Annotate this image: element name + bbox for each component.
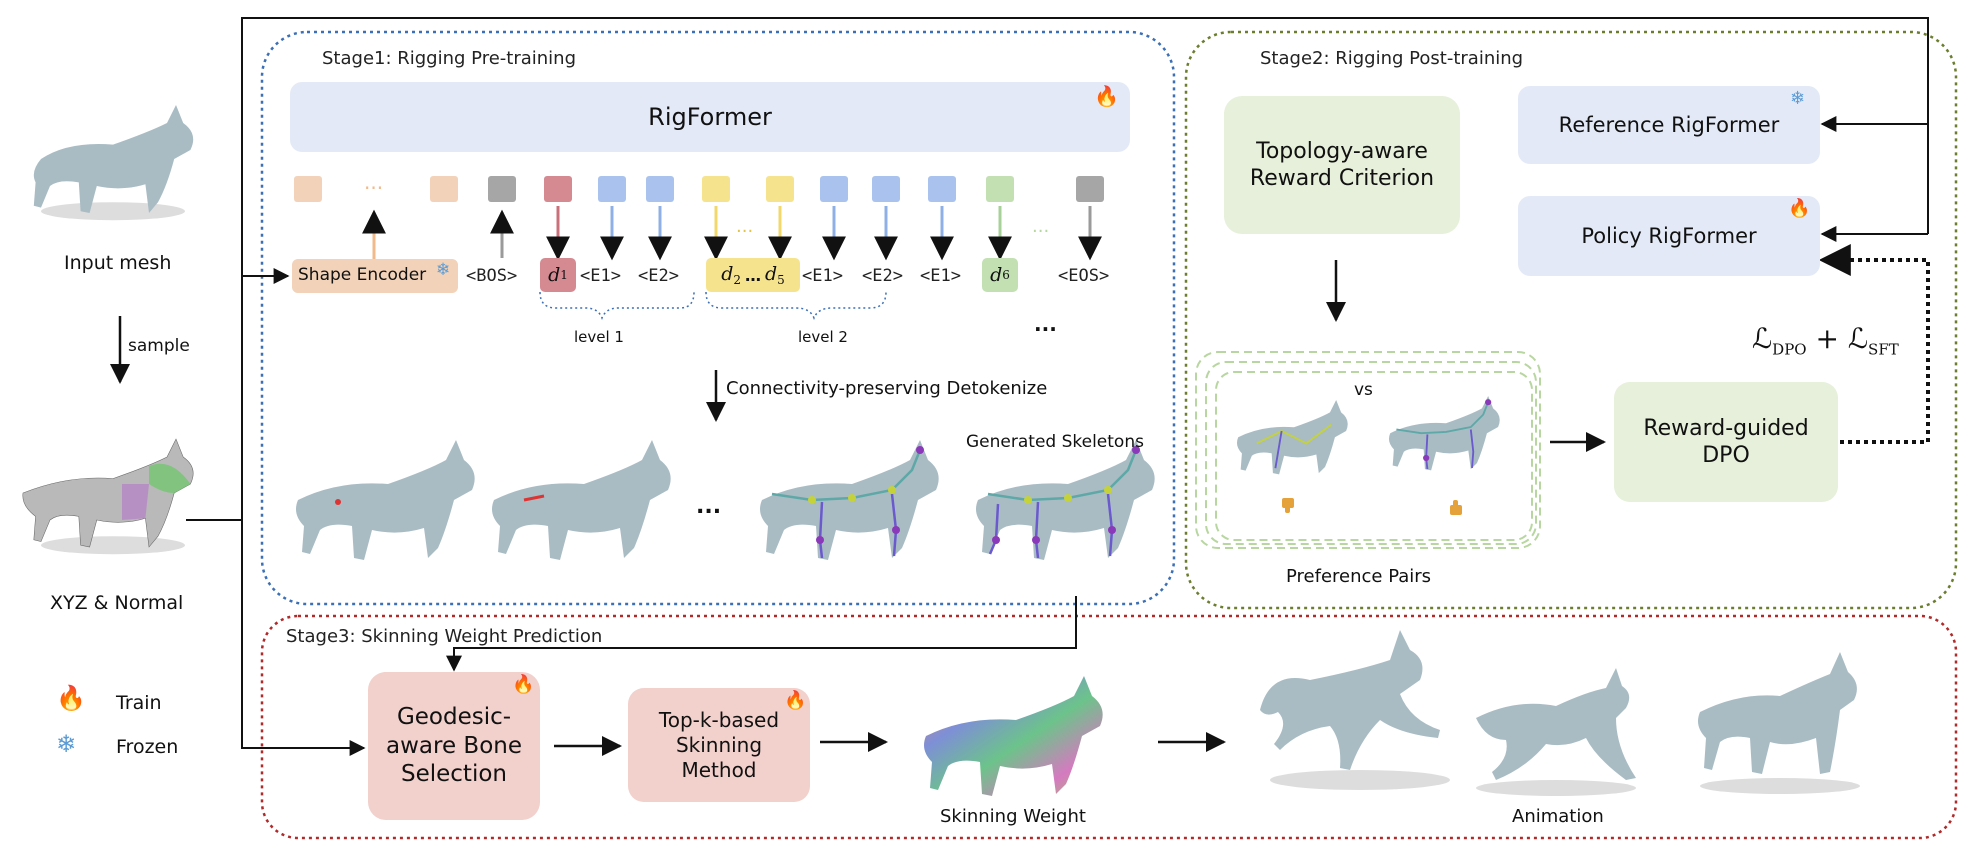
shape-encoder-box: Shape Encoder (292, 259, 458, 293)
reward-dpo-box: Reward-guided DPO (1614, 382, 1838, 502)
top-bracket-line (241, 17, 1929, 520)
token-square-e2b (872, 176, 900, 202)
animation-mesh-1 (1260, 630, 1450, 790)
generated-mesh-1 (296, 440, 475, 560)
token-dots-green: ... (1032, 216, 1050, 237)
reference-snowflake-icon: ❄ (1790, 88, 1806, 109)
detokenize-label: Connectivity-preserving Detokenize (726, 378, 1048, 399)
vs-label: vs (1354, 380, 1373, 400)
stage2-title: Stage2: Rigging Post-training (1260, 48, 1524, 69)
token-e1: <E1> (580, 266, 621, 286)
rigformer-box: RigFormer (290, 82, 1130, 152)
xyz-normal-label: XYZ & Normal (50, 592, 184, 614)
animation-mesh-2 (1476, 668, 1636, 796)
input-mesh-image (33, 105, 194, 221)
shape-encoder-label: Shape Encoder (298, 265, 427, 286)
stage3-title: Stage3: Skinning Weight Prediction (286, 626, 603, 647)
animation-label: Animation (1512, 806, 1604, 827)
level2-label: level 2 (798, 328, 848, 346)
token-square-eos (1076, 176, 1104, 202)
policy-rigformer-box: Policy RigFormer (1518, 196, 1820, 276)
stage1-frame (260, 30, 1176, 606)
token-square-e1c (928, 176, 956, 202)
reward-criterion-box: Topology-aware Reward Criterion (1224, 96, 1460, 234)
geodesic-box: Geodesic-aware Bone Selection (368, 672, 540, 820)
token-square-d6 (986, 176, 1014, 202)
stage3-frame (260, 614, 1958, 840)
thumbs-down-icon (1282, 498, 1294, 513)
level2-brace (705, 291, 887, 321)
legend-train-label: Train (116, 692, 162, 714)
token-d2-d5: d2 … d5 (706, 258, 800, 292)
policy-rigformer-label: Policy RigFormer (1581, 223, 1757, 248)
xyz-mesh-image (22, 438, 194, 555)
generated-mesh-3 (760, 440, 939, 560)
token-e1-3: <E1> (920, 266, 961, 286)
token-dots-yellow: ... (736, 216, 754, 237)
token-square-d2 (702, 176, 730, 202)
geodesic-fire-icon: 🔥 (512, 674, 535, 695)
token-square-d1 (544, 176, 572, 202)
animation-mesh-3 (1698, 652, 1860, 794)
fire-icon: 🔥 (56, 684, 86, 712)
skeleton-to-stage3-arrow (446, 596, 1077, 672)
preference-mesh-rejected (1236, 400, 1348, 475)
input-mesh-label: Input mesh (64, 252, 172, 274)
rigformer-label: RigFormer (648, 103, 772, 131)
token-dots-enc: ... (364, 170, 384, 194)
arrow-to-geodesic (241, 520, 366, 756)
geodesic-label: Geodesic-aware Bone Selection (386, 703, 522, 788)
reward-dpo-label: Reward-guided DPO (1643, 415, 1809, 469)
encoder-snowflake-icon: ❄ (436, 260, 451, 280)
reward-criterion-label: Topology-aware Reward Criterion (1249, 138, 1435, 192)
topk-label: Top-k-based Skinning Method (658, 707, 780, 782)
rigformer-fire-icon: 🔥 (1094, 84, 1119, 108)
token-square-d5 (766, 176, 794, 202)
snowflake-icon: ❄ (56, 730, 77, 758)
topk-box: Top-k-based Skinning Method (628, 688, 810, 802)
skinning-weight-mesh (924, 676, 1103, 796)
level1-brace (539, 291, 695, 321)
legend-frozen-label: Frozen (116, 736, 179, 758)
token-square-e2 (646, 176, 674, 202)
mesh-ellipsis: ... (696, 494, 722, 519)
policy-fire-icon: 🔥 (1788, 198, 1811, 219)
stage2-frame (1184, 30, 1958, 610)
token-square-bos (488, 176, 516, 202)
dpo-to-policy-dotted (1818, 244, 1930, 444)
topk-fire-icon: 🔥 (784, 690, 807, 711)
reference-rigformer-box: Reference RigFormer (1518, 86, 1820, 164)
level-ellipsis: ... (1034, 312, 1057, 336)
token-e2-2: <E2> (862, 266, 903, 286)
generated-mesh-2 (492, 440, 671, 560)
token-square-e1 (598, 176, 626, 202)
preference-mesh-chosen (1388, 396, 1500, 471)
token-e1-2: <E1> (802, 266, 843, 286)
skinning-weight-label: Skinning Weight (940, 806, 1086, 827)
token-eos: <EOS> (1058, 266, 1110, 286)
token-square-e1b (820, 176, 848, 202)
token-square-enc-1 (294, 176, 322, 202)
thumbs-up-icon (1450, 500, 1462, 515)
stage1-title: Stage1: Rigging Pre-training (322, 48, 577, 69)
loss-formula: ℒDPO + ℒSFT (1752, 322, 1899, 359)
reference-rigformer-label: Reference RigFormer (1558, 112, 1780, 137)
preference-pairs-label: Preference Pairs (1286, 566, 1432, 587)
generated-mesh-4 (976, 440, 1155, 560)
sample-label: sample (128, 336, 190, 356)
token-bos: <BOS> (466, 266, 518, 286)
level1-label: level 1 (574, 328, 624, 346)
token-e2: <E2> (638, 266, 679, 286)
generated-skeletons-label: Generated Skeletons (966, 432, 1144, 452)
token-square-enc-2 (430, 176, 458, 202)
